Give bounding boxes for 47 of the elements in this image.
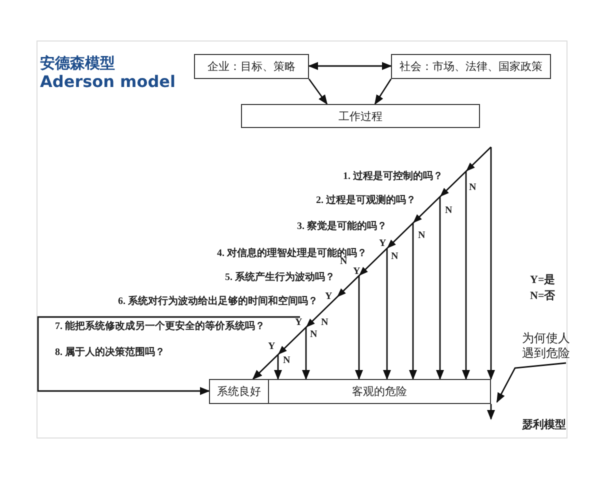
- arrow: [252, 354, 278, 380]
- arrow: [487, 404, 495, 420]
- arrow: [37, 316, 300, 395]
- question-text: 5. 系统产生行为波动吗？: [225, 272, 335, 284]
- arrow: [383, 248, 391, 380]
- answer-letter: N: [418, 230, 426, 242]
- answer-letter: N: [340, 256, 348, 268]
- process-box: 系统良好: [209, 379, 269, 404]
- arrow: [355, 276, 363, 380]
- question-text: 6. 系统对行为波动给出足够的时间和空间吗？: [118, 296, 318, 308]
- question-text: 1. 过程是可控制的吗？: [343, 171, 443, 183]
- question-text: 2. 过程是可观测的吗？: [316, 195, 416, 207]
- arrow: [274, 354, 282, 380]
- arrow: [409, 223, 417, 380]
- arrow: [496, 362, 566, 403]
- answer-letter: Y: [353, 266, 360, 278]
- answer-letter: Y: [295, 317, 302, 329]
- process-box: 社会：市场、法律、国家政策: [391, 54, 551, 79]
- answer-letter: N: [283, 355, 290, 367]
- question-text: 7. 能把系统修改成另一个更安全的等价系统吗？: [55, 321, 265, 333]
- key-text: Y=是: [530, 274, 556, 287]
- answer-letter: N: [321, 317, 328, 329]
- note-text: 为何使人遇到危险: [522, 331, 574, 363]
- arrow: [308, 62, 392, 70]
- arrow: [302, 327, 310, 380]
- key-text: N=否: [530, 290, 556, 303]
- answer-letter: Y: [325, 291, 332, 303]
- answer-letter: Y: [268, 341, 276, 353]
- process-box: 客观的危险: [268, 379, 491, 404]
- answer-letter: Y: [379, 238, 386, 250]
- arrow: [436, 196, 444, 380]
- answer-letter: N: [310, 329, 318, 341]
- answer-letter: N: [469, 182, 476, 194]
- subtitle: Aderson model: [40, 72, 176, 91]
- process-box: 工作过程: [241, 104, 480, 128]
- process-box: 企业：目标、策略: [194, 54, 309, 79]
- arrow: [308, 78, 328, 105]
- arrow: [462, 171, 470, 380]
- question-text: 4. 对信息的理智处理是可能的吗？: [217, 248, 367, 259]
- arrow: [374, 78, 392, 105]
- answer-letter: N: [391, 251, 398, 263]
- arrow: [487, 147, 495, 380]
- question-text: 3. 察觉是可能的吗？: [297, 221, 387, 233]
- answer-letter: N: [445, 205, 452, 217]
- key-text: 瑟利模型: [522, 419, 566, 432]
- question-text: 8. 属于人的决策范围吗？: [55, 347, 165, 359]
- title: 安德森模型: [40, 54, 115, 73]
